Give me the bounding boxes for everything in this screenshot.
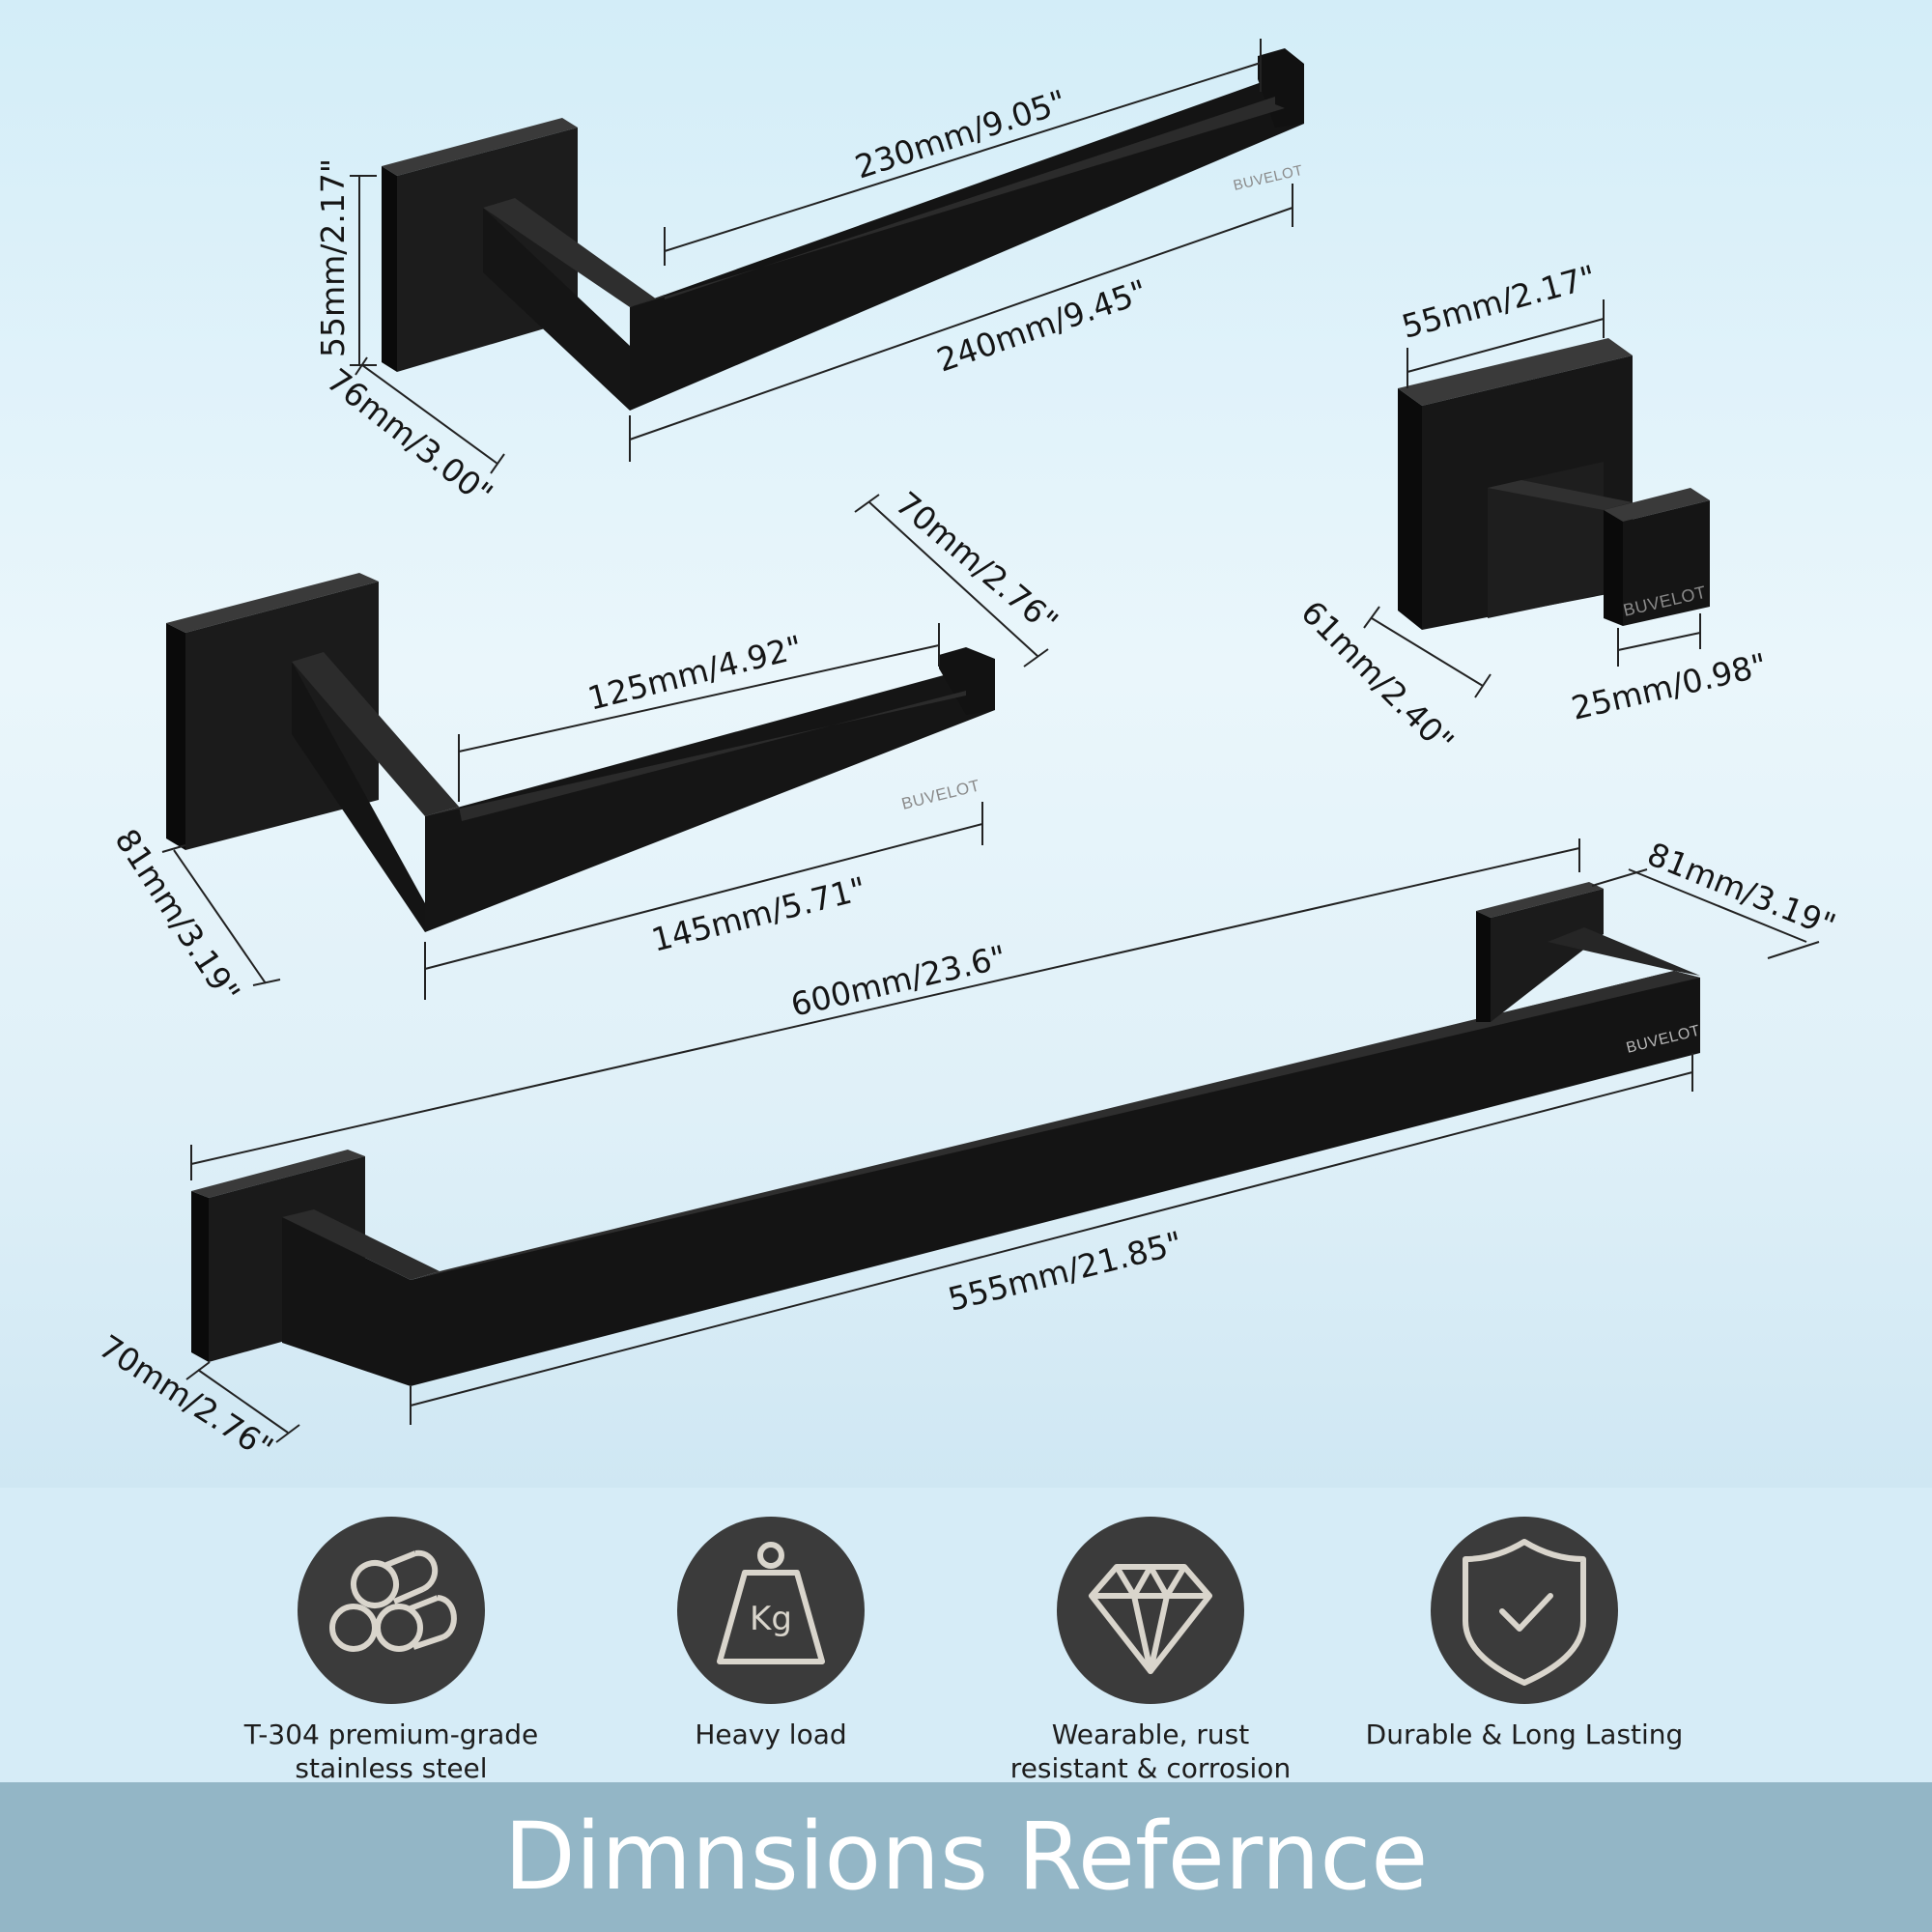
feature-durable: Durable & Long Lasting xyxy=(1360,1517,1689,1751)
towel-bar xyxy=(191,882,1700,1386)
feature-heavy-load: Kg Heavy load xyxy=(607,1517,935,1751)
feature-badge xyxy=(298,1517,485,1704)
brand-mark: BUVELOT xyxy=(899,776,981,812)
paper-holder-large xyxy=(382,48,1304,411)
paper-holder-small xyxy=(166,573,995,932)
dimension-label: 81mm/3.19" xyxy=(107,822,247,1009)
feature-badge xyxy=(1431,1517,1618,1704)
dimension-label: 81mm/3.19" xyxy=(1642,835,1841,944)
dimension-label: 125mm/4.92" xyxy=(584,628,807,718)
diamond-icon xyxy=(1089,1564,1212,1674)
dimension-label: 600mm/23.6" xyxy=(787,938,1009,1024)
feature-caption: Durable & Long Lasting xyxy=(1360,1718,1689,1751)
page-title: Dimnsions Refernce xyxy=(503,1803,1429,1911)
dimensions-drawing: BUVELOT 230mm/9.05" 240mm/9.45" 55mm/2.1… xyxy=(93,39,1841,1467)
feature-caption: Heavy load xyxy=(607,1718,935,1751)
feature-caption-line: Durable & Long Lasting xyxy=(1365,1719,1684,1750)
weight-unit-label: Kg xyxy=(750,1600,792,1638)
dimension-label: 70mm/2.76" xyxy=(889,484,1065,640)
dimension-label: 25mm/0.98" xyxy=(1568,645,1771,726)
dimension-label: 55mm/2.17" xyxy=(314,158,352,357)
product-dimensions-scene: BUVELOT 230mm/9.05" 240mm/9.45" 55mm/2.1… xyxy=(0,0,1932,1488)
shield-check-icon xyxy=(1463,1539,1586,1686)
feature-badge xyxy=(1057,1517,1244,1704)
robe-hook xyxy=(1398,338,1710,630)
steel-tubes-icon xyxy=(329,1549,457,1652)
footer-banner: Dimnsions Refernce xyxy=(0,1782,1932,1932)
dimension-label: 76mm/3.00" xyxy=(320,361,499,514)
feature-caption: T-304 premium-grade stainless steel xyxy=(227,1718,555,1785)
dimension-label: 240mm/9.45" xyxy=(932,272,1151,380)
feature-stainless-steel: T-304 premium-grade stainless steel xyxy=(227,1517,555,1785)
brand-mark: BUVELOT xyxy=(1232,162,1304,194)
feature-caption-line: T-304 premium-grade xyxy=(243,1719,539,1750)
feature-caption-line: stainless steel xyxy=(295,1752,488,1784)
feature-corrosion-proof: Wearable, rust resistant & corrosion pro… xyxy=(986,1517,1315,1819)
weight-kg-icon: Kg xyxy=(717,1542,825,1664)
feature-caption-line: Wearable, rust xyxy=(1051,1719,1250,1750)
feature-badge: Kg xyxy=(677,1517,865,1704)
feature-caption-line: Heavy load xyxy=(695,1719,847,1750)
feature-strip: T-304 premium-grade stainless steel Kg H… xyxy=(0,1488,1932,1818)
dimension-label: 55mm/2.17" xyxy=(1398,258,1600,346)
